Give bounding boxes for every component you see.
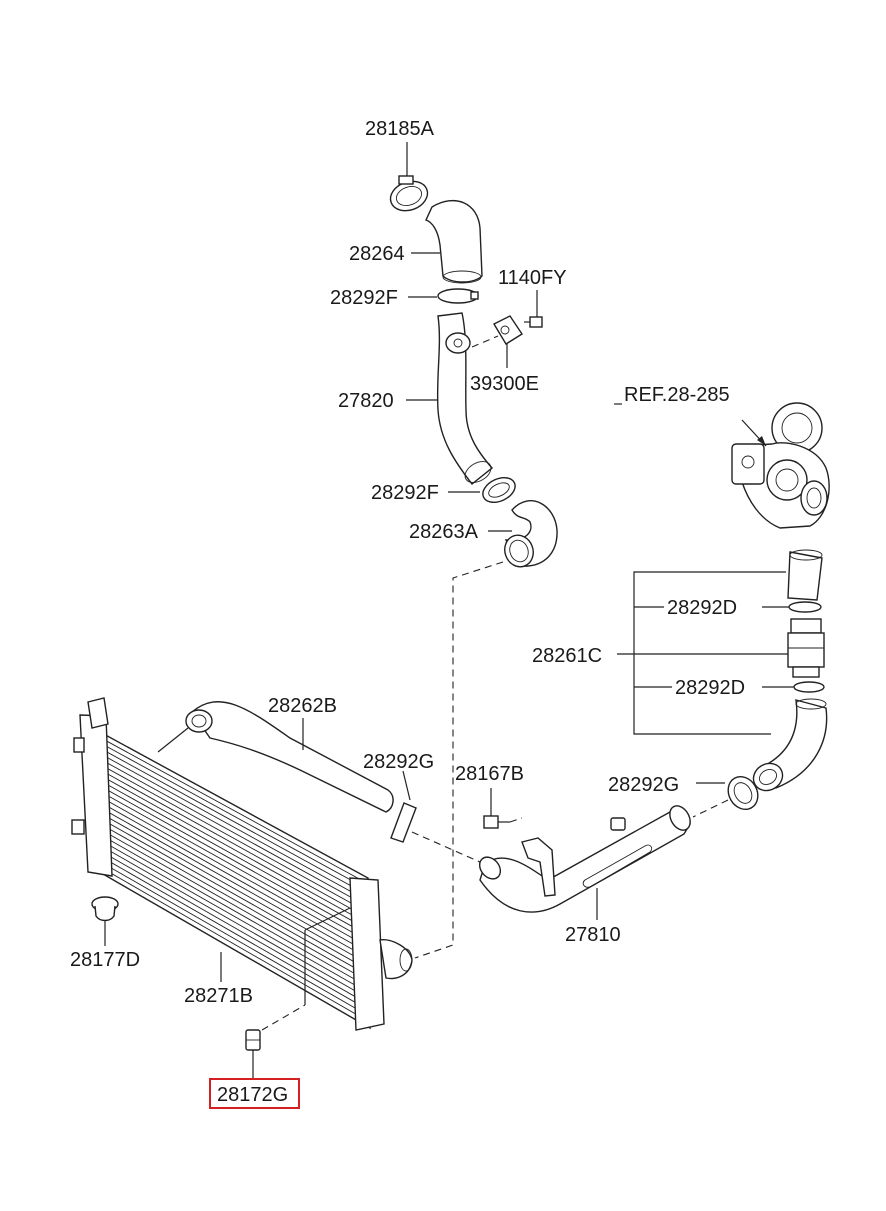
label-1140FY[interactable]: 1140FY [498, 267, 567, 289]
intercooler-fin [98, 779, 369, 931]
intercooler-fin [97, 800, 370, 954]
intercooler-fin [99, 758, 369, 908]
intercooler-fin [99, 752, 369, 902]
intercooler-fin [98, 789, 370, 942]
label-28167B[interactable]: 28167B [455, 763, 524, 785]
intake-pipe-27820[interactable] [436, 312, 495, 487]
label-39300E[interactable]: 39300E [470, 373, 539, 395]
intercooler-fin [97, 795, 370, 948]
label-28271B[interactable]: 28271B [184, 985, 253, 1007]
intercooler-fin [96, 848, 370, 1006]
label-28292F-mid[interactable]: 28292F [371, 482, 439, 504]
intercooler-fin [95, 864, 371, 1023]
intercooler-fin [98, 768, 369, 919]
label-28261C[interactable]: 28261C [532, 645, 602, 667]
intercooler-fin [96, 832, 370, 989]
label-28292F-top[interactable]: 28292F [330, 287, 398, 309]
label-28185A[interactable]: 28185A [365, 118, 435, 140]
label-28264[interactable]: 28264 [349, 243, 405, 265]
charge-pipe-27810[interactable] [475, 802, 694, 913]
label-28263A[interactable]: 28263A [409, 521, 479, 543]
label-28172G[interactable]: 28172G [217, 1084, 288, 1106]
intercooler-fin [96, 858, 371, 1017]
intercooler-fin [97, 816, 370, 971]
hose-elbow-28264[interactable] [425, 199, 483, 284]
label-28177D[interactable]: 28177D [70, 949, 140, 971]
hose-28263A[interactable] [500, 500, 558, 571]
intercooler-fin [99, 742, 369, 890]
highlight-box-28172G [209, 1078, 300, 1109]
turbocharger-ref [731, 402, 830, 529]
bolt-1140FY[interactable] [524, 316, 543, 328]
clamp-28292D-top[interactable] [788, 601, 822, 613]
grommet-28177D[interactable] [91, 896, 119, 922]
intercooler-fin [96, 843, 370, 1000]
hose-clamp-28292F-mid[interactable] [479, 473, 519, 507]
label-28292G-right[interactable]: 28292G [608, 774, 679, 796]
label-28292D-top[interactable]: 28292D [667, 597, 737, 619]
intercooler-fin [98, 763, 369, 914]
coupling-28261C[interactable] [787, 618, 825, 678]
label-27820[interactable]: 27820 [338, 390, 394, 412]
clamp-28292G-left[interactable] [390, 802, 417, 843]
clamp-28292G-right[interactable] [722, 771, 763, 814]
label-28262B[interactable]: 28262B [268, 695, 337, 717]
intercooler-fin [96, 837, 370, 994]
label-28292D-bottom[interactable]: 28292D [675, 677, 745, 699]
intercooler-fin [99, 736, 369, 885]
intercooler-fin [99, 747, 369, 896]
label-28292G-left[interactable]: 28292G [363, 751, 434, 773]
intercooler-fin [97, 805, 370, 960]
clamp-28292D-bottom[interactable] [793, 681, 825, 693]
intercooler-fin [97, 827, 370, 983]
hose-clamp-28185A[interactable] [386, 175, 431, 216]
intercooler-fin [96, 853, 370, 1012]
hose-lower-right[interactable] [749, 698, 828, 796]
intercooler-fin [98, 774, 369, 925]
hose-upper-right[interactable] [787, 549, 823, 601]
intercooler-28271B[interactable] [71, 697, 413, 1031]
nut-28172G[interactable] [245, 1029, 261, 1051]
hose-clamp-28292F-top[interactable] [437, 288, 479, 304]
hose-28262B[interactable] [185, 701, 394, 813]
label-ref-28-285[interactable]: REF.28-285 [624, 384, 730, 406]
intercooler-fin [98, 784, 369, 937]
intercooler-fin [97, 821, 370, 977]
intercooler-fin [97, 811, 370, 965]
bolt-28167B[interactable] [483, 815, 510, 829]
label-27810[interactable]: 27810 [565, 924, 621, 946]
sensor-39300E[interactable] [493, 315, 523, 345]
